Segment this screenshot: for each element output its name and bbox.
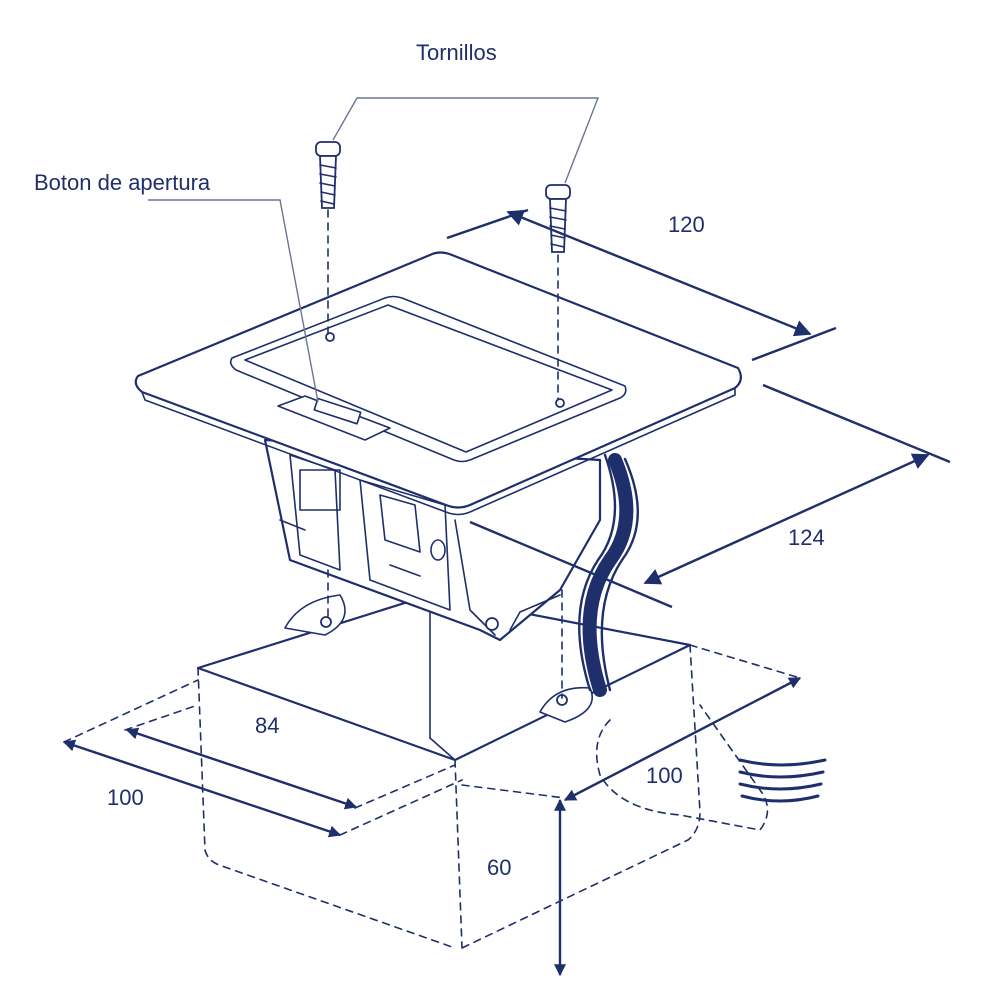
dim-84-label: 84 bbox=[255, 713, 279, 738]
open-button-label-plate bbox=[313, 397, 362, 425]
screw-left bbox=[315, 141, 341, 621]
dim-120-label: 120 bbox=[668, 212, 705, 237]
dim-124-ext-top bbox=[762, 383, 951, 464]
box-right-wall bbox=[461, 644, 701, 949]
open-button[interactable] bbox=[277, 395, 391, 441]
socket-left bbox=[299, 469, 341, 511]
open-button-label: Boton de apertura bbox=[34, 170, 211, 195]
box-front-edge bbox=[454, 759, 463, 949]
dim-84-line bbox=[125, 727, 358, 810]
internal-cable bbox=[578, 453, 639, 697]
screws-label: Tornillos bbox=[416, 40, 497, 65]
socket-right bbox=[379, 494, 421, 553]
box-inner-corner bbox=[429, 737, 456, 761]
socket-frame-right bbox=[359, 479, 451, 611]
box-left-wall bbox=[197, 667, 456, 949]
lid-screw-hole-left bbox=[325, 332, 335, 342]
open-button-leader bbox=[148, 199, 319, 403]
mount-tab-left bbox=[284, 594, 346, 636]
dim-100-right-label: 100 bbox=[646, 763, 683, 788]
mount-tab-right bbox=[539, 686, 593, 723]
mechanism-housing bbox=[263, 438, 602, 642]
embedding-box bbox=[196, 593, 827, 949]
dim-124-line bbox=[643, 453, 930, 585]
lid-thickness bbox=[141, 387, 736, 516]
screw-head-icon bbox=[545, 184, 571, 200]
dim-120-line bbox=[506, 209, 812, 337]
dim-120-ext-bottom bbox=[751, 326, 837, 362]
dim-100-right-line bbox=[563, 676, 802, 802]
lid-frame bbox=[134, 251, 742, 516]
dim-60-label: 60 bbox=[487, 855, 511, 880]
screws-leader bbox=[332, 97, 600, 184]
mount-hole-left bbox=[320, 616, 332, 628]
dim-100-left-line bbox=[62, 739, 342, 838]
dim-100-left-label: 100 bbox=[107, 785, 144, 810]
dim-124-label: 124 bbox=[788, 525, 825, 550]
pivot-screw bbox=[485, 617, 499, 631]
screw-head-icon bbox=[315, 141, 341, 157]
dim-124-ext-bottom bbox=[469, 520, 673, 609]
lid-insert-inner bbox=[244, 304, 613, 453]
side-hole bbox=[430, 539, 446, 561]
lid-screw-hole-right bbox=[555, 398, 565, 408]
